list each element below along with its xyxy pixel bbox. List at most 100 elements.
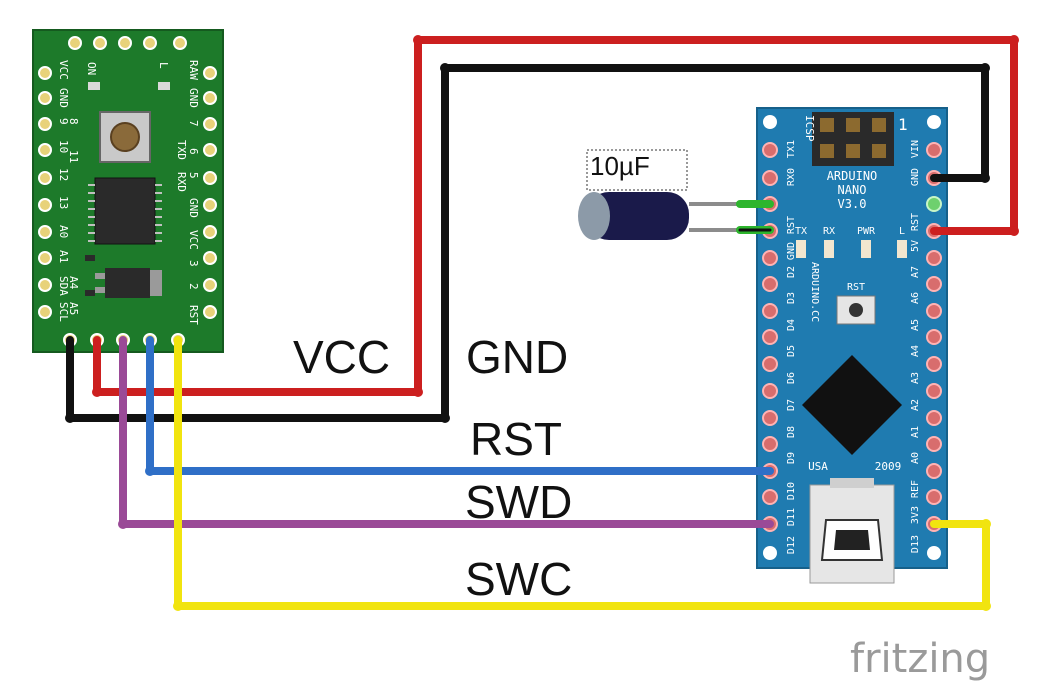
label-vcc: VCC (293, 331, 390, 383)
svg-text:D9: D9 (786, 452, 797, 464)
svg-text:5V: 5V (910, 240, 921, 252)
svg-text:D7: D7 (786, 399, 797, 411)
label-swd: SWD (465, 476, 572, 528)
label-5: 5 (187, 172, 200, 179)
label-vcc: VCC (57, 60, 70, 80)
svg-text:TX1: TX1 (786, 140, 797, 158)
svg-text:D12: D12 (786, 536, 797, 554)
svg-text:A0: A0 (910, 452, 921, 464)
svg-text:A3: A3 (910, 372, 921, 384)
user-led (158, 82, 170, 90)
usb-connector (809, 478, 895, 584)
svg-text:GND: GND (910, 168, 921, 186)
svg-text:A4: A4 (910, 345, 921, 357)
l-led (897, 240, 907, 258)
top-header-pins (68, 36, 187, 50)
wire-rst (146, 336, 774, 475)
label-vcc-r: VCC (187, 230, 200, 250)
label-rxd: RXD (175, 172, 188, 192)
label-l: L (157, 62, 170, 69)
svg-text:D2: D2 (786, 266, 797, 278)
label-7: 7 (187, 120, 200, 127)
right-header-pins (203, 66, 217, 319)
led-labels: TX RX PWR L (795, 226, 905, 237)
icsp-label: ICSP (803, 115, 816, 142)
label-a4: A4 (67, 276, 80, 290)
label-11: 11 (67, 150, 80, 163)
pwr-led (861, 240, 871, 258)
label-gnd: GND (57, 88, 70, 108)
mounting-hole (763, 546, 777, 560)
power-led (88, 82, 100, 90)
svg-text:RST: RST (786, 216, 797, 234)
wire-endpoints (65, 35, 1019, 611)
svg-text:D6: D6 (786, 372, 797, 384)
atmega-chip (802, 355, 902, 455)
rx-led (824, 240, 834, 258)
mounting-hole (927, 115, 941, 129)
reset-button (99, 111, 151, 163)
label-a1: A1 (57, 250, 70, 263)
mounting-hole (927, 546, 941, 560)
site-label: ARDUINO.CC (809, 262, 820, 322)
left-pin-labels: TX1 RX0 RST GND D2 D3 D4 D5 D6 D7 D8 D9 … (786, 140, 797, 554)
svg-text:VIN: VIN (910, 140, 921, 158)
svg-text:A2: A2 (910, 399, 921, 411)
capacitor-label-box (586, 149, 688, 191)
svg-text:D4: D4 (786, 319, 797, 331)
svg-text:RX0: RX0 (786, 168, 797, 186)
label-rst: RST (187, 305, 200, 325)
svg-text:RX: RX (823, 226, 835, 237)
svg-text:D5: D5 (786, 345, 797, 357)
svg-text:D11: D11 (786, 508, 797, 526)
label-scl: SCL (57, 302, 70, 322)
label-a5: A5 (67, 302, 80, 315)
microcontroller-board: VCC GND 9 8 10 11 12 13 A0 A1 SDA A4 SCL… (32, 29, 224, 353)
label-3: 3 (187, 260, 200, 267)
label-on: ON (85, 62, 98, 75)
svg-text:D10: D10 (786, 482, 797, 500)
svg-text:D8: D8 (786, 426, 797, 438)
label-13: 13 (57, 196, 70, 209)
svg-text:REF: REF (910, 480, 921, 498)
svg-text:RST: RST (910, 213, 921, 231)
label-10: 10 (57, 140, 70, 153)
label-txd: TXD (175, 140, 188, 160)
label-gnd-r2: GND (187, 198, 200, 218)
svg-text:3V3: 3V3 (910, 506, 921, 524)
svg-text:GND: GND (786, 242, 797, 260)
svg-text:A6: A6 (910, 292, 921, 304)
reset-button (836, 295, 876, 325)
icsp-pin1-label: 1 (898, 115, 908, 134)
board-silkscreen: VCC GND 9 8 10 11 12 13 A0 A1 SDA A4 SCL… (57, 60, 200, 325)
left-header-pins (38, 66, 52, 319)
net-labels: VCC GND RST SWD SWC (293, 331, 572, 605)
capacitor: 10µF (578, 149, 740, 240)
label-12: 12 (57, 168, 70, 181)
capacitor-label: 10µF (590, 151, 650, 181)
wires (65, 35, 1019, 611)
board-title: ARDUINO NANO V3.0 (827, 169, 878, 211)
label-sda: SDA (57, 276, 70, 296)
svg-text:NANO: NANO (838, 183, 867, 197)
svg-text:ARDUINO: ARDUINO (827, 169, 878, 183)
svg-text:D3: D3 (786, 292, 797, 304)
label-8: 8 (67, 118, 80, 125)
svg-text:PWR: PWR (857, 226, 876, 237)
reset-label: RST (847, 282, 865, 293)
svg-text:TX: TX (795, 226, 807, 237)
year-label: 2009 (875, 460, 902, 473)
svg-text:L: L (899, 226, 905, 237)
tx-led (796, 240, 806, 258)
smd-component (85, 255, 95, 261)
voltage-regulator (95, 268, 162, 298)
mounting-hole (763, 115, 777, 129)
icsp-header: ICSP 1 (803, 112, 908, 166)
smd-component (85, 290, 95, 296)
label-raw: RAW (187, 60, 200, 80)
right-pin-header (926, 142, 942, 532)
label-gnd: GND (466, 331, 568, 383)
svg-text:A7: A7 (910, 266, 921, 278)
label-gnd-r: GND (187, 88, 200, 108)
